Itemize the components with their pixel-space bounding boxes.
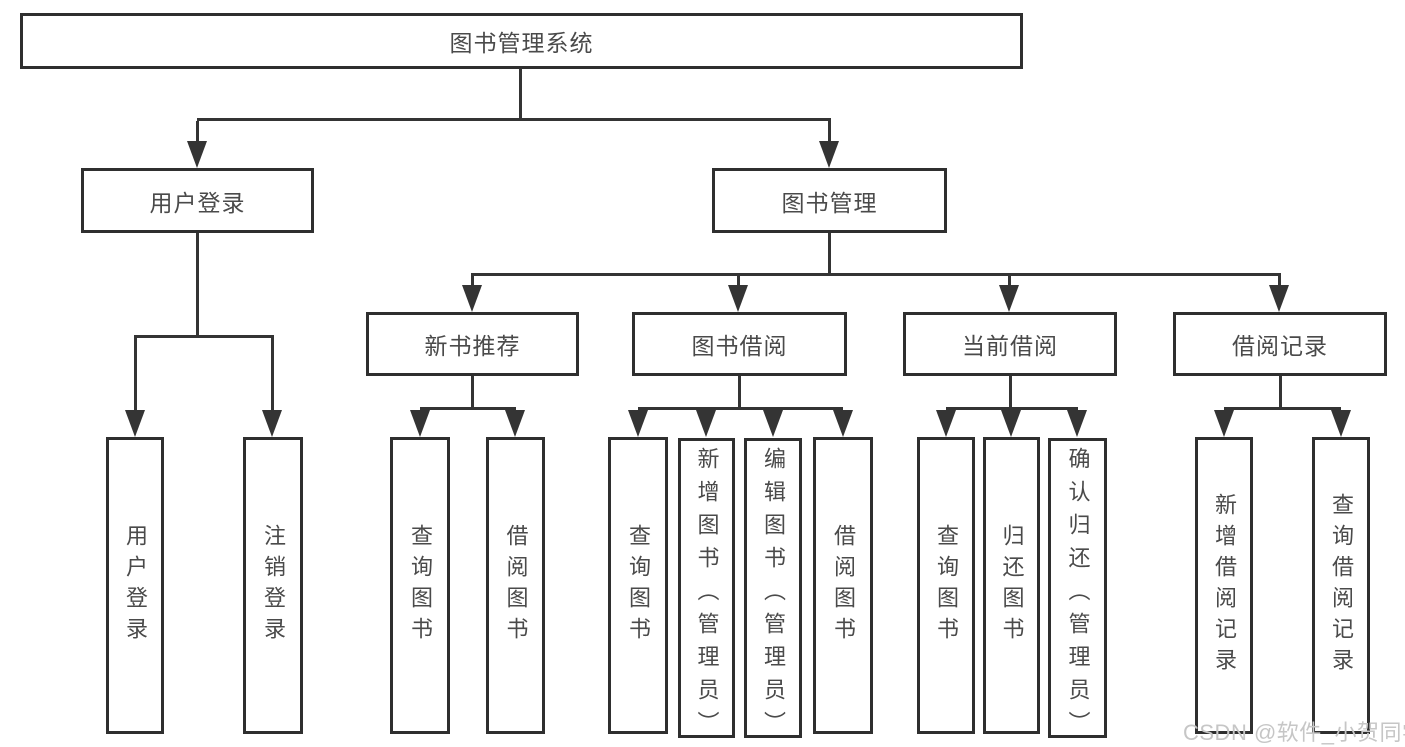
leaf-edit-book-admin-label: 编辑图书（管理员） bbox=[761, 447, 786, 744]
leaf-query-book-recommend: 查询图书 bbox=[390, 437, 450, 734]
leaf-borrow-book-recommend: 借阅图书 bbox=[486, 437, 545, 734]
leaf-add-borrow-record: 新增借阅记录 bbox=[1195, 437, 1253, 734]
leaf-add-book-admin-label: 新增图书（管理员） bbox=[694, 447, 720, 744]
leaf-logout: 注销登录 bbox=[243, 437, 303, 734]
leaf-query-book-borrow: 查询图书 bbox=[608, 437, 668, 734]
arrowhead bbox=[505, 410, 525, 437]
node-book-borrow-label: 图书借阅 bbox=[691, 333, 788, 359]
connector-line bbox=[134, 338, 137, 412]
connector-line bbox=[134, 335, 274, 338]
leaf-query-book-current: 查询图书 bbox=[917, 437, 975, 734]
leaf-user-login: 用户登录 bbox=[106, 437, 164, 734]
connector-line bbox=[420, 407, 516, 410]
node-new-book-recommend: 新书推荐 bbox=[366, 312, 579, 376]
connector-line bbox=[828, 233, 831, 273]
arrowhead bbox=[833, 410, 853, 437]
node-system: 图书管理系统 bbox=[20, 13, 1023, 69]
leaf-borrow-book: 借阅图书 bbox=[813, 437, 873, 734]
node-current-borrow-label: 当前借阅 bbox=[962, 333, 1058, 359]
node-user-login-label: 用户登录 bbox=[149, 189, 246, 216]
node-system-label: 图书管理系统 bbox=[449, 30, 594, 56]
connector-line bbox=[737, 276, 740, 286]
arrowhead bbox=[999, 285, 1019, 312]
leaf-query-book-borrow-label: 查询图书 bbox=[626, 523, 651, 648]
arrowhead bbox=[819, 141, 839, 168]
node-borrow-records: 借阅记录 bbox=[1173, 312, 1387, 376]
leaf-query-book-recommend-label: 查询图书 bbox=[408, 523, 433, 648]
connector-line bbox=[471, 376, 474, 407]
connector-line bbox=[1008, 276, 1011, 286]
leaf-confirm-return-admin-label: 确认归还（管理员） bbox=[1065, 447, 1091, 744]
arrowhead bbox=[262, 410, 282, 437]
arrowhead bbox=[1269, 285, 1289, 312]
leaf-return-book-label: 归还图书 bbox=[999, 523, 1025, 648]
connector-line bbox=[946, 407, 1078, 410]
connector-line bbox=[519, 68, 522, 118]
leaf-add-book-admin: 新增图书（管理员） bbox=[678, 438, 735, 744]
arrowhead bbox=[1331, 410, 1351, 437]
arrowhead bbox=[936, 410, 956, 437]
arrowhead bbox=[763, 410, 783, 437]
connector-line bbox=[1224, 407, 1341, 410]
watermark: CSDN @软件_小贺同学 bbox=[1183, 720, 1405, 745]
node-new-book-recommend-label: 新书推荐 bbox=[424, 333, 521, 359]
leaf-query-borrow-record: 查询借阅记录 bbox=[1312, 437, 1370, 734]
arrowhead bbox=[1067, 410, 1087, 437]
connector-line bbox=[738, 376, 741, 407]
node-user-login: 用户登录 bbox=[81, 168, 314, 233]
leaf-add-borrow-record-label: 新增借阅记录 bbox=[1212, 492, 1237, 679]
arrowhead bbox=[125, 410, 145, 437]
leaf-query-book-current-label: 查询图书 bbox=[934, 523, 959, 648]
node-book-borrow: 图书借阅 bbox=[632, 312, 847, 376]
arrowhead bbox=[462, 285, 482, 312]
arrowhead bbox=[728, 285, 748, 312]
connector-line bbox=[471, 276, 474, 286]
node-borrow-records-label: 借阅记录 bbox=[1232, 333, 1328, 359]
leaf-borrow-book-recommend-label: 借阅图书 bbox=[503, 523, 529, 648]
leaf-query-borrow-record-label: 查询借阅记录 bbox=[1329, 492, 1354, 679]
leaf-confirm-return-admin: 确认归还（管理员） bbox=[1048, 438, 1107, 744]
connector-line bbox=[828, 121, 831, 143]
leaf-logout-label: 注销登录 bbox=[261, 523, 286, 648]
connector-line bbox=[1278, 276, 1281, 286]
connector-line bbox=[196, 233, 199, 335]
node-book-management-label: 图书管理 bbox=[781, 189, 878, 216]
connector-line bbox=[638, 407, 843, 410]
connector-line bbox=[197, 118, 831, 121]
connector-line bbox=[471, 273, 1281, 276]
arrowhead bbox=[410, 410, 430, 437]
connector-line bbox=[1279, 376, 1282, 407]
arrowhead bbox=[696, 410, 716, 437]
arrowhead bbox=[187, 141, 207, 168]
node-book-management: 图书管理 bbox=[712, 168, 947, 233]
connector-line bbox=[1009, 376, 1012, 407]
arrowhead bbox=[628, 410, 648, 437]
leaf-borrow-book-label: 借阅图书 bbox=[831, 523, 856, 648]
leaf-edit-book-admin: 编辑图书（管理员） bbox=[744, 438, 802, 744]
connector-line bbox=[196, 121, 199, 143]
arrowhead bbox=[1001, 410, 1021, 437]
leaf-return-book: 归还图书 bbox=[983, 437, 1040, 734]
leaf-user-login-label: 用户登录 bbox=[123, 523, 148, 648]
connector-line bbox=[271, 338, 274, 412]
arrowhead bbox=[1214, 410, 1234, 437]
node-current-borrow: 当前借阅 bbox=[903, 312, 1117, 376]
